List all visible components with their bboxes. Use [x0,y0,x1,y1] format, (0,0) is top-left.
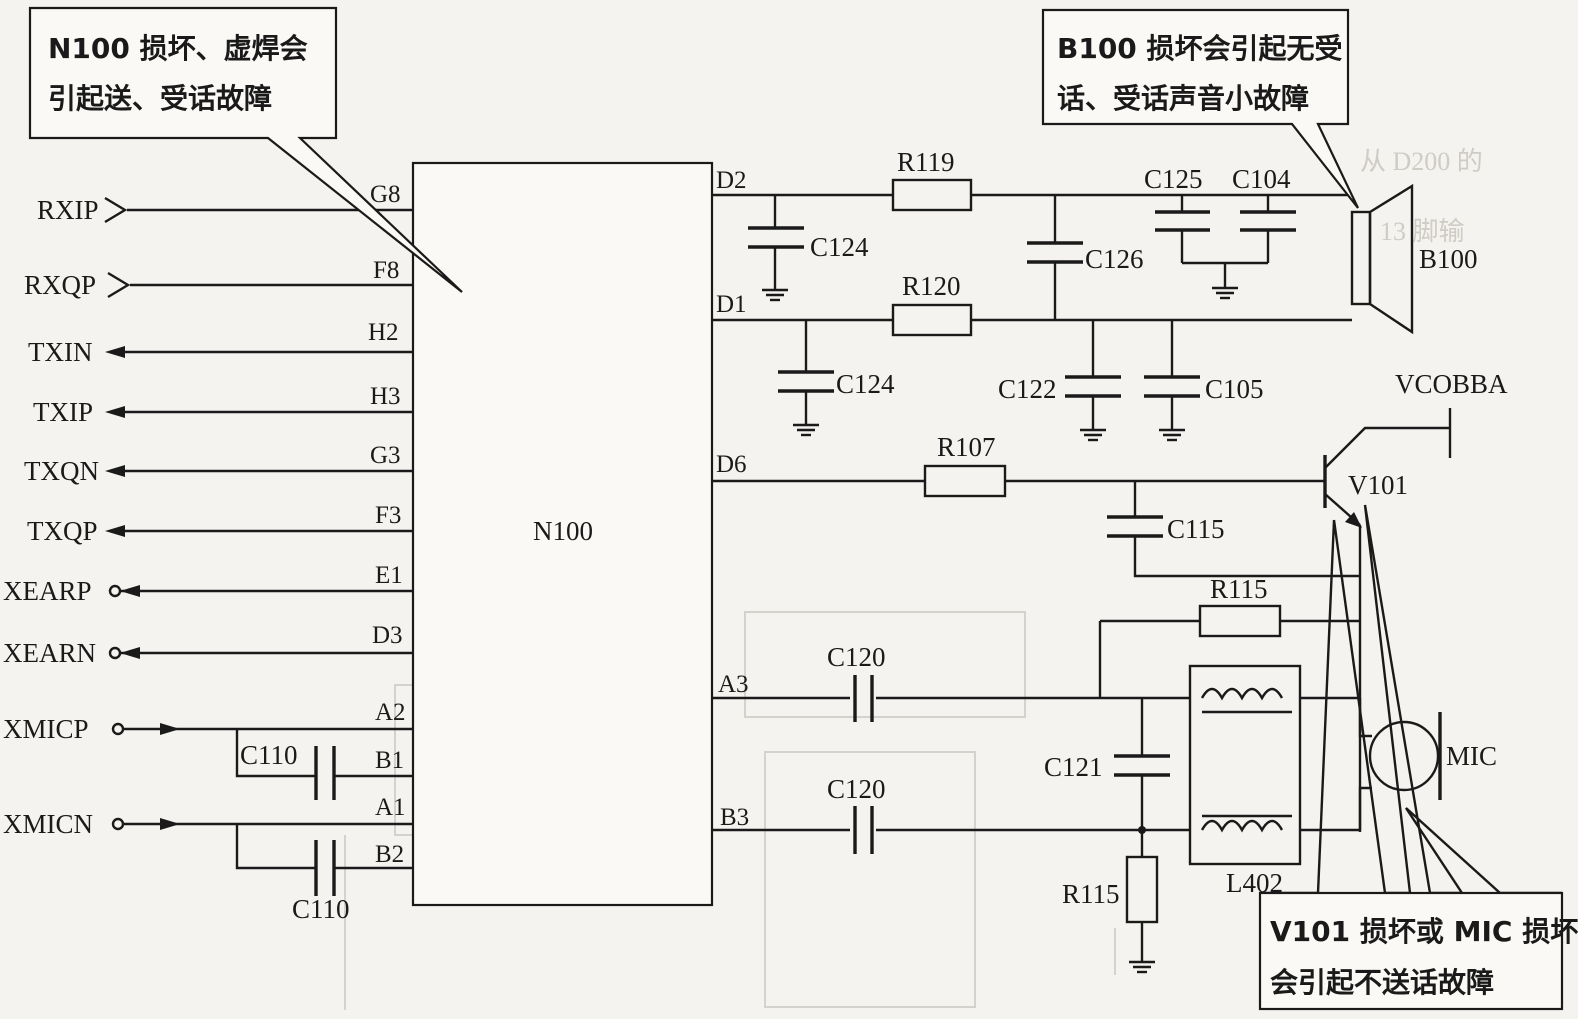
c122-label: C122 [998,374,1057,404]
transistor-section-wires [712,408,1452,832]
signal-rxip: RXIP [37,195,99,225]
signal-xmicn: XMICN [3,809,93,839]
b100-fault-callout: B100 损坏会引起无受 话、受话声音小故障 [1041,8,1359,209]
signal-txin: TXIN [28,337,92,367]
pin-b3: B3 [720,804,749,831]
pin-b2: B2 [375,841,404,868]
pin-d1: D1 [716,291,747,318]
c110-top-label: C110 [240,740,298,770]
v101-mic-fault-callout: V101 损坏或 MIC 损坏 会引起不送话故障 [1258,504,1578,1011]
pin-g8: G8 [370,181,401,208]
c105-label: C105 [1205,374,1264,404]
pin-h2: H2 [368,319,399,346]
r115-top-label: R115 [1210,574,1268,604]
c110-bottom-label: C110 [292,894,350,924]
signal-txqp: TXQP [27,516,98,546]
svg-text:V101 损坏或 MIC 损坏: V101 损坏或 MIC 损坏 [1270,915,1578,948]
pin-h3: H3 [370,383,401,410]
n100-fault-callout: N100 损坏、虚焊会 引起送、受话故障 [28,6,463,293]
pin-f8: F8 [373,257,399,284]
b100-label: B100 [1419,244,1478,274]
signal-xearp: XEARP [3,576,92,606]
svg-text:话、受话声音小故障: 话、受话声音小故障 [1057,82,1309,115]
c124-bottom-label: C124 [836,369,895,399]
c124-top-label: C124 [810,232,869,262]
r120-label: R120 [902,271,961,301]
signal-txqn: TXQN [24,456,99,486]
pin-d6: D6 [716,451,747,478]
c126-label: C126 [1085,244,1144,274]
pin-a2: A2 [375,699,406,726]
c110-capacitors [235,729,413,896]
svg-text:会引起不送话故障: 会引起不送话故障 [1270,966,1494,999]
signal-xearn: XEARN [3,638,96,668]
n100-chip-label: N100 [533,516,593,546]
pin-d3: D3 [372,622,403,649]
r115-bottom-label: R115 [1062,879,1120,909]
pin-e1: E1 [375,562,403,589]
signal-xmicp: XMICP [3,714,89,744]
svg-text:从 D200 的: 从 D200 的 [1360,147,1483,176]
pin-b1: B1 [375,747,404,774]
microphone-section-wires [712,664,1442,974]
svg-text:13 脚输: 13 脚输 [1380,217,1465,246]
svg-text:引起送、受话故障: 引起送、受话故障 [48,82,272,115]
pin-a1: A1 [375,794,406,821]
r107-label: R107 [937,432,996,462]
c120-top-label: C120 [827,642,886,672]
n100-chip-body [411,161,714,907]
v101-label: V101 [1348,470,1408,500]
c115-label: C115 [1167,514,1225,544]
c120-bottom-label: C120 [827,774,886,804]
pin-f3: F3 [375,502,401,529]
c104-label: C104 [1232,164,1291,194]
receiver-section-wires [712,178,1414,442]
pin-a3: A3 [718,671,749,698]
mic-label: MIC [1446,741,1497,771]
left-signal-wires [104,196,413,831]
vcobba-label: VCOBBA [1395,369,1508,399]
c125-label: C125 [1144,164,1203,194]
c121-label: C121 [1044,752,1103,782]
signal-txip: TXIP [33,397,93,427]
svg-text:B100 损坏会引起无受: B100 损坏会引起无受 [1057,32,1343,65]
signal-rxqp: RXQP [24,270,96,300]
r119-label: R119 [897,147,955,177]
svg-text:N100 损坏、虚焊会: N100 损坏、虚焊会 [48,32,308,65]
pin-d2: D2 [716,167,747,194]
pin-g3: G3 [370,442,401,469]
